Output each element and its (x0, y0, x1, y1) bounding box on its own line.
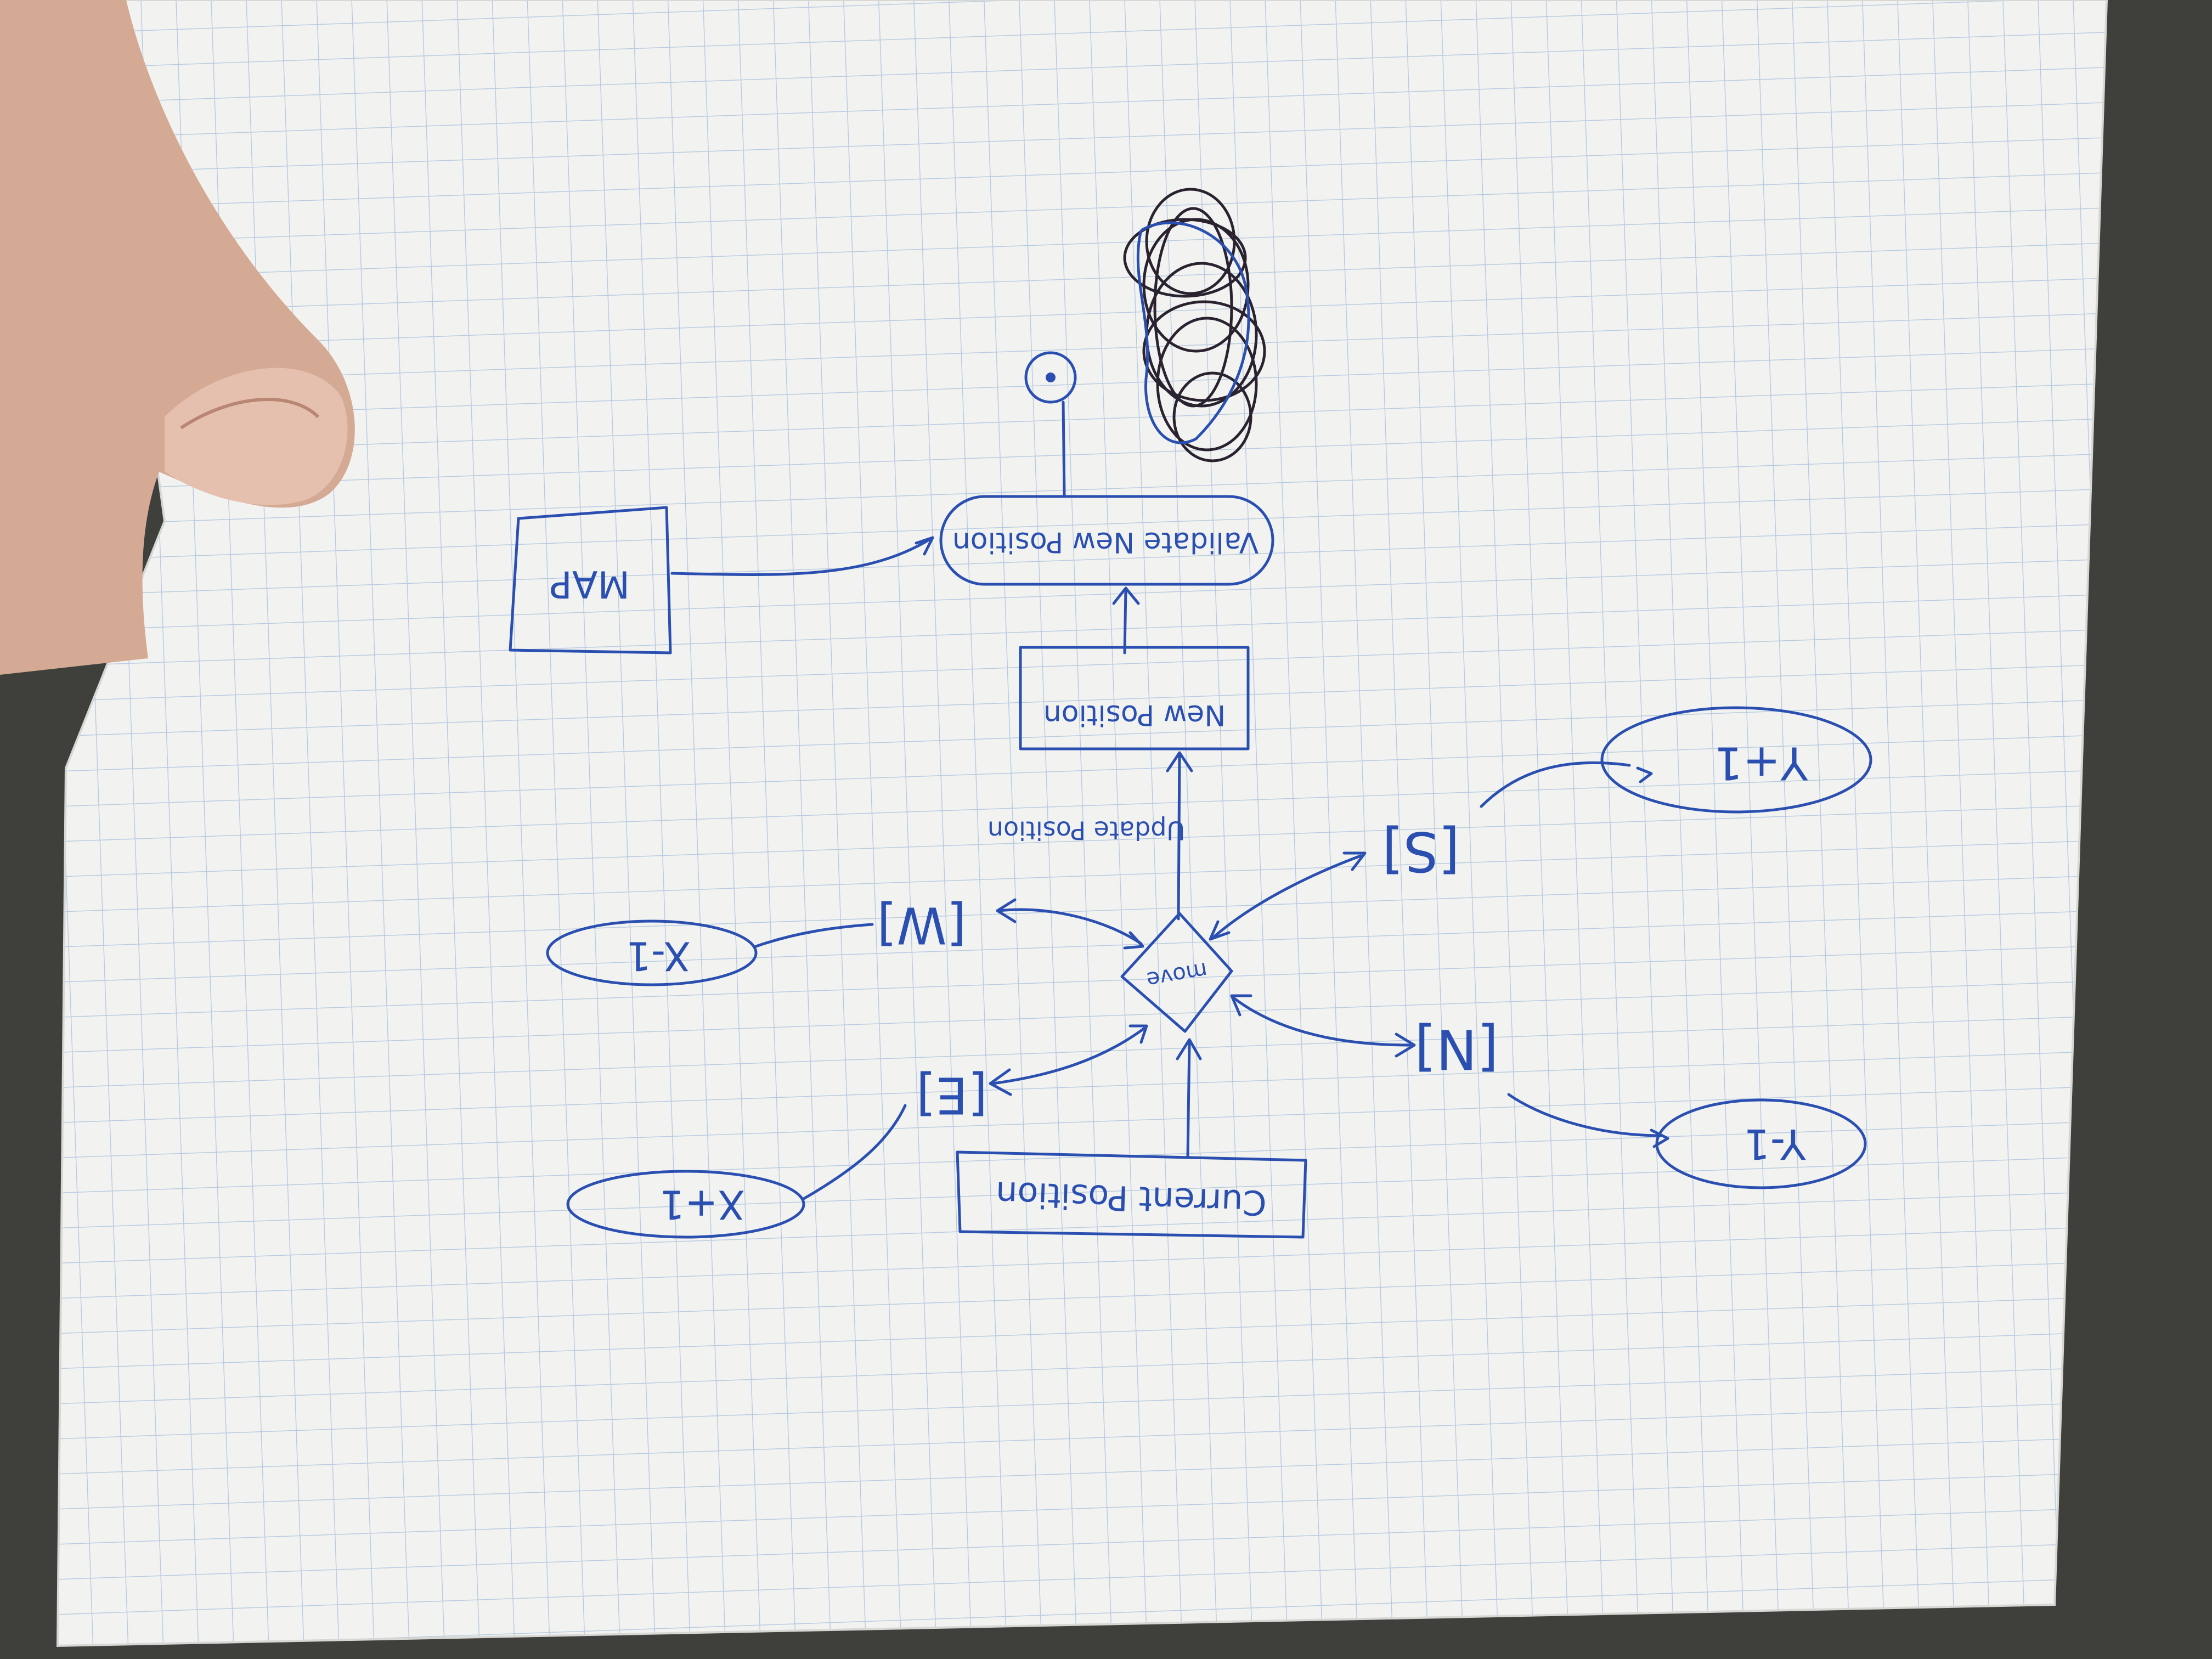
node-west: [W] (877, 896, 967, 955)
label-current-position: Current Position (995, 1173, 1267, 1223)
label-x-minus-1: X-1 (626, 933, 691, 979)
grid-paper (56, 0, 2108, 1647)
label-south: [S] (1382, 820, 1460, 884)
node-new-position: New Position (1019, 646, 1250, 751)
label-update-position: Update Position (988, 816, 1185, 845)
label-map: MAP (550, 562, 630, 605)
connectors (670, 351, 1669, 1200)
label-new-position: New Position (1043, 698, 1226, 731)
node-south: [S] (1382, 820, 1460, 884)
holding-hand (0, 0, 355, 675)
node-current-position: Current Position (956, 1150, 1307, 1239)
node-y-minus-1: Y-1 (1655, 1098, 1867, 1189)
node-north: [N] (1415, 1017, 1499, 1081)
label-x-plus-1: X+1 (659, 1181, 744, 1227)
node-validate: Validate New Position (939, 495, 1274, 586)
scribble-blob (1123, 188, 1266, 462)
terminal-circle (1024, 351, 1077, 404)
label-y-plus-1: Y+1 (1714, 737, 1809, 789)
node-x-plus-1: X+1 (566, 1170, 805, 1239)
label-west: [W] (877, 896, 967, 955)
label-east: [E] (916, 1066, 988, 1125)
node-x-minus-1: X-1 (546, 919, 758, 986)
node-map: MAP (509, 506, 672, 654)
label-validate: Validate New Position (952, 526, 1259, 558)
label-north: [N] (1415, 1017, 1499, 1081)
label-y-minus-1: Y-1 (1743, 1120, 1806, 1169)
node-y-plus-1: Y+1 (1600, 706, 1872, 814)
node-east: [E] (916, 1066, 988, 1125)
